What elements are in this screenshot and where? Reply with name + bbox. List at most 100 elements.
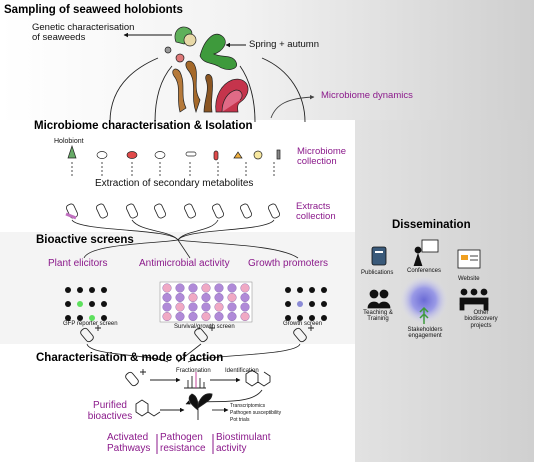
well	[201, 302, 211, 312]
well	[162, 293, 172, 303]
season-label: Spring + autumn	[249, 39, 319, 50]
plant-sprout-icon	[188, 393, 213, 420]
dynamics-arrow	[270, 94, 315, 119]
well	[162, 283, 172, 293]
growth-seedlings	[285, 287, 327, 321]
extract-tube	[154, 203, 166, 219]
characterisation-funnel	[86, 343, 301, 363]
holobiont-label: Holobiont	[54, 138, 84, 145]
extract-tube	[268, 203, 280, 219]
well	[188, 283, 198, 293]
extract-tube	[212, 203, 224, 219]
brown-kelp	[185, 60, 201, 114]
well	[214, 312, 224, 322]
well	[240, 283, 250, 293]
extract-tube	[96, 203, 108, 219]
pot-trials-label: Pot trials	[230, 417, 250, 423]
spore-icon	[126, 151, 138, 159]
microbiome-panel	[0, 120, 355, 232]
teaching-icon	[369, 289, 379, 299]
extract-tube	[126, 203, 138, 219]
well	[162, 312, 172, 322]
biostimulant-label: Biostimulant activity	[216, 432, 271, 454]
extract-tube	[184, 203, 196, 219]
growth-promoters-label: Growth promoters	[248, 258, 329, 269]
characterisation-panel	[0, 344, 355, 462]
website-label: Website	[458, 276, 480, 282]
well	[240, 312, 250, 322]
microbe-icons	[67, 144, 281, 161]
extract-tube	[240, 203, 252, 219]
susceptibility-label: Pathogen susceptibility	[230, 410, 282, 416]
collection-rod-icon	[276, 149, 281, 160]
well	[188, 293, 198, 303]
chromatogram	[184, 372, 206, 389]
well	[227, 312, 237, 322]
characterisation-title: Characterisation & mode of action	[36, 352, 224, 364]
well	[188, 302, 198, 312]
funnel-lines	[71, 219, 299, 259]
bacterium-icon	[96, 151, 108, 159]
well	[201, 283, 211, 293]
activated-label: Activated Pathways	[107, 432, 151, 454]
genetic-label: Genetic characterisation of seaweeds	[32, 22, 135, 43]
well	[214, 302, 224, 312]
well	[201, 293, 211, 303]
extract-tube	[65, 203, 78, 220]
well	[214, 283, 224, 293]
antimicrobial-label: Antimicrobial activity	[139, 258, 230, 269]
extraction-label: Extraction of secondary metabolites	[95, 178, 254, 189]
outcome-dividers	[156, 434, 214, 454]
well	[240, 293, 250, 303]
seaweed-cluster	[164, 26, 249, 114]
characterisation-flow	[125, 369, 271, 420]
well	[162, 302, 172, 312]
website-icon	[457, 249, 481, 269]
extracts-label: Extracts collection	[296, 201, 336, 222]
well	[175, 312, 185, 322]
well	[227, 302, 237, 312]
rod-icon	[185, 151, 197, 157]
fungus-icon	[233, 151, 243, 159]
well	[175, 302, 185, 312]
extract-tubes	[65, 203, 280, 220]
plant-seedlings	[65, 287, 107, 321]
stakeholders-glow	[400, 276, 448, 324]
molecule-icon	[245, 369, 271, 387]
survival-label: Survival/growth screen	[174, 324, 235, 330]
resistance-label: Pathogen resistance	[160, 432, 206, 454]
well	[227, 293, 237, 303]
publications-label: Publications	[361, 270, 394, 276]
teaching-label: Teaching & Training	[363, 310, 393, 323]
well	[201, 312, 211, 322]
conferences-icon	[421, 239, 439, 253]
well	[214, 293, 224, 303]
other-projects-label: Other biodiscovery projects	[464, 310, 498, 329]
conferences-label: Conferences	[407, 268, 442, 274]
well	[188, 312, 198, 322]
screen-tubes	[80, 325, 314, 343]
microbiome-title: Microbiome characterisation & Isolation	[34, 120, 253, 132]
wheat-icon	[419, 306, 429, 324]
growth-screen-label: Growth screen	[283, 321, 323, 327]
fractionation-label: Fractionation	[176, 368, 211, 374]
collection-label: Microbiome collection	[297, 146, 347, 167]
identification-label: Identification	[225, 368, 259, 374]
sampling-title: Sampling of seaweed holobionts	[4, 4, 183, 16]
sampling-arcs	[109, 57, 306, 123]
well	[175, 283, 185, 293]
bioactive-tube	[125, 371, 139, 387]
dynamics-label: Microbiome dynamics	[321, 90, 413, 101]
green-seaweed	[199, 33, 238, 70]
plant-elicitors-label: Plant elicitors	[48, 258, 108, 269]
red-rod-icon	[213, 150, 219, 161]
transcriptomics-label: Transcriptomics	[230, 403, 266, 409]
publications-icon	[371, 246, 387, 266]
well	[227, 283, 237, 293]
well	[175, 293, 185, 303]
coccus-icon	[253, 150, 263, 160]
stakeholders-label: Stakeholders engagement	[407, 327, 443, 340]
bioactive-title: Bioactive screens	[36, 234, 134, 246]
gfp-label: GFP reporter screen	[63, 321, 118, 327]
